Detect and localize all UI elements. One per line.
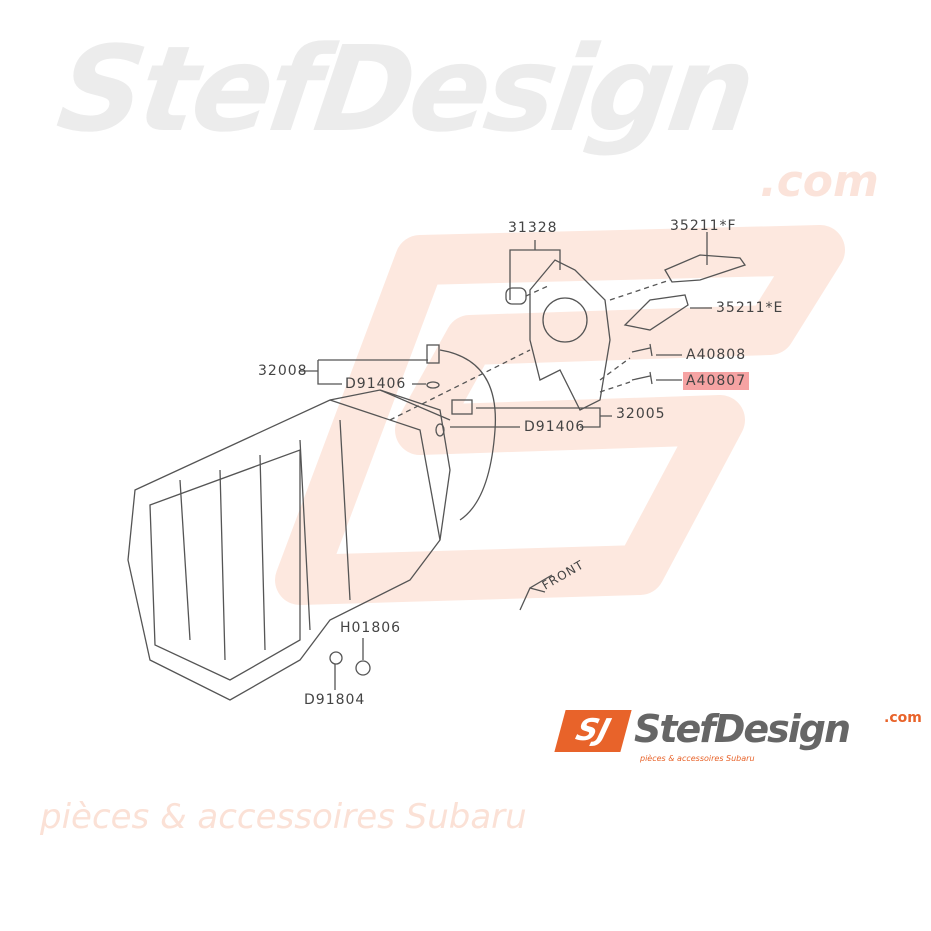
part-label-a40808[interactable]: A40808 [686, 347, 747, 363]
part-label-32008[interactable]: 32008 [258, 363, 308, 379]
bolts [631, 343, 653, 385]
logo-name: StefDesign [634, 707, 851, 751]
stefdesign-logo: SJ StefDesign .com pièces & accessoires … [554, 707, 930, 768]
part-label-d91406-upper[interactable]: D91406 [345, 376, 407, 392]
part-label-35211-e[interactable]: 35211*E [716, 300, 784, 316]
watermark-domain: .com [760, 156, 879, 207]
sensors [329, 344, 497, 676]
part-label-35211-f[interactable]: 35211*F [670, 218, 737, 234]
leader-lines [300, 232, 712, 690]
part-label-a40807-highlighted[interactable]: A40807 [683, 372, 750, 390]
part-label-31328[interactable]: 31328 [508, 220, 558, 236]
part-label-h01806[interactable]: H01806 [340, 620, 402, 636]
logo-domain: .com [884, 710, 922, 726]
part-label-d91406-lower[interactable]: D91406 [524, 419, 586, 435]
shift-rods [623, 254, 747, 331]
guide-dashes [389, 279, 671, 421]
part-label-d91804[interactable]: D91804 [304, 692, 366, 708]
bushing [505, 287, 527, 305]
extension-housing [529, 259, 611, 411]
logo-tagline: pièces & accessoires Subaru [640, 754, 755, 763]
logo-mark: SJ [554, 710, 632, 752]
part-label-32005[interactable]: 32005 [616, 406, 666, 422]
transmission-case [127, 389, 451, 701]
watermark-tagline: pièces & accessoires Subaru [40, 797, 527, 837]
